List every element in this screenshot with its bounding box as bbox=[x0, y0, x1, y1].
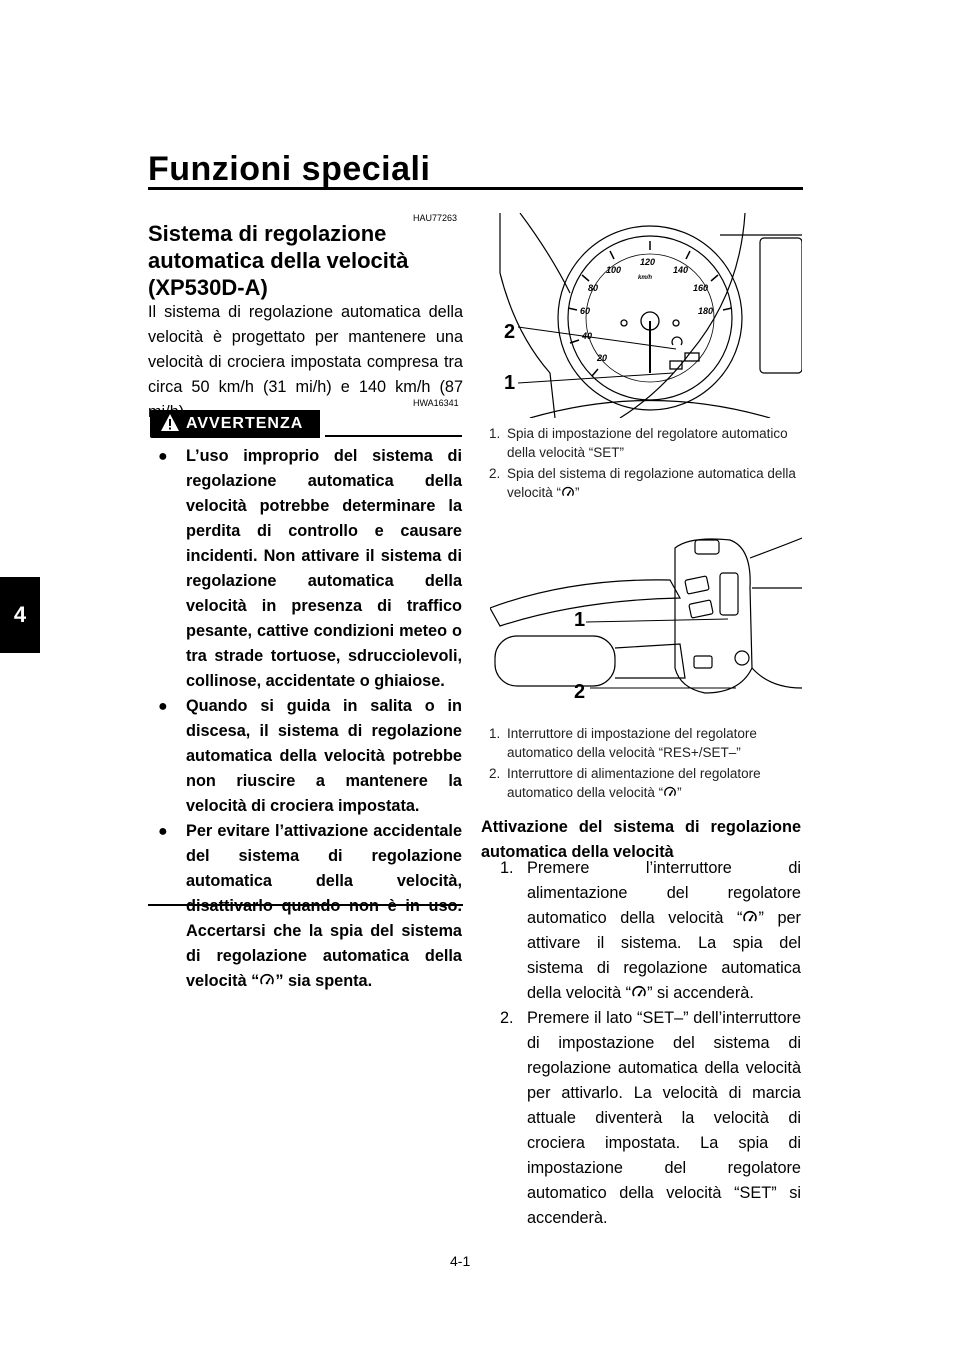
warning-triangle-icon bbox=[161, 414, 179, 431]
caption-number: 2. bbox=[489, 766, 501, 781]
cruise-control-icon bbox=[664, 786, 676, 797]
speed-label: 40 bbox=[581, 331, 592, 341]
section-title: Sistema di regolazione automatica della … bbox=[148, 221, 409, 300]
caption-text-end: ” bbox=[677, 785, 682, 800]
figure1-callout-1: 1 bbox=[504, 372, 515, 394]
caption-text: Interruttore di alimentazione del regola… bbox=[507, 766, 761, 800]
title-rule bbox=[148, 187, 803, 190]
activation-title: Attivazione del sistema di regolazione a… bbox=[481, 818, 801, 861]
cruise-control-icon bbox=[743, 910, 758, 922]
cruise-control-icon bbox=[562, 486, 574, 497]
activation-step: 1. Premere l’interruttore di alimentazion… bbox=[481, 856, 801, 1006]
speed-label: 120 bbox=[640, 257, 655, 267]
warning-item: L’uso improprio del sistema di regolazio… bbox=[150, 444, 462, 694]
step-number: 1. bbox=[500, 859, 514, 877]
section-code: HAU77263 bbox=[413, 213, 458, 223]
step-text: Premere il lato “SET–” dell’interruttore… bbox=[527, 1009, 801, 1227]
caption-number: 1. bbox=[489, 726, 501, 741]
speedometer-illustration: 20 40 60 80 100 120 140 160 180 km/h 2 1 bbox=[499, 213, 802, 418]
warning-label-box: AVVERTENZA bbox=[150, 410, 320, 438]
warning-item: Per evitare l’attivazione accidentale de… bbox=[150, 819, 462, 994]
speed-label: 60 bbox=[580, 306, 590, 316]
caption-text: Spia di impostazione del regolatore auto… bbox=[507, 426, 788, 460]
caption-text: Interruttore di impostazione del regolat… bbox=[507, 726, 757, 760]
caption-text: Spia del sistema di regolazione automati… bbox=[507, 466, 796, 500]
page-title: Funzioni speciali bbox=[148, 150, 431, 188]
warning-label: AVVERTENZA bbox=[186, 415, 304, 432]
warning-item: Quando si guida in salita o in discesa, … bbox=[150, 694, 462, 819]
figure2-captions: 1. Interruttore di impostazione del regol… bbox=[489, 724, 801, 802]
cruise-control-icon bbox=[632, 985, 646, 997]
caption-number: 1. bbox=[489, 426, 501, 441]
warning-item-text: Per evitare l’attivazione accidentale de… bbox=[186, 822, 462, 990]
figure1-captions: 1. Spia di impostazione del regolatore au… bbox=[489, 424, 801, 502]
speed-label: 160 bbox=[693, 283, 708, 293]
cruise-control-icon bbox=[260, 973, 275, 985]
figure2-callout-2: 2 bbox=[574, 681, 585, 703]
speed-label: 20 bbox=[596, 353, 607, 363]
chapter-tab: 4 bbox=[0, 577, 40, 653]
caption-text-end: ” bbox=[575, 485, 580, 500]
caption-item: 1. Interruttore di impostazione del regol… bbox=[489, 724, 801, 762]
caption-number: 2. bbox=[489, 466, 501, 481]
warning-rule bbox=[325, 435, 462, 437]
caption-item: 2. Spia del sistema di regolazione automa… bbox=[489, 464, 801, 502]
figure2-callout-1: 1 bbox=[574, 609, 585, 631]
warning-end-rule bbox=[148, 904, 463, 906]
caption-item: 1. Spia di impostazione del regolatore au… bbox=[489, 424, 801, 462]
caption-item: 2. Interruttore di alimentazione del rego… bbox=[489, 764, 801, 802]
step-text: Premere l’interruttore di alimentazione … bbox=[527, 859, 801, 927]
speed-label: 140 bbox=[673, 265, 688, 275]
step-number: 2. bbox=[500, 1009, 514, 1027]
activation-steps: 1. Premere l’interruttore di alimentazion… bbox=[481, 856, 801, 1231]
figure1-callout-2: 2 bbox=[504, 321, 515, 343]
step-text: ” per attivare il sistema. La spia del s… bbox=[527, 909, 801, 1002]
warning-item-text-end: ” sia spenta. bbox=[275, 972, 373, 990]
step-text: ” si accenderà. bbox=[647, 984, 754, 1002]
speed-label: 100 bbox=[606, 265, 621, 275]
speed-label: 180 bbox=[698, 306, 713, 316]
warning-code: HWA16341 bbox=[413, 398, 459, 408]
chapter-number: 4 bbox=[13, 602, 27, 627]
handlebar-illustration: 1 2 bbox=[490, 537, 802, 703]
page-number: 4-1 bbox=[450, 1253, 471, 1269]
speed-label: 80 bbox=[588, 283, 598, 293]
warning-list: L’uso improprio del sistema di regolazio… bbox=[150, 444, 462, 994]
section-intro: Il sistema di regolazione automatica del… bbox=[148, 303, 463, 421]
speed-unit: km/h bbox=[638, 275, 652, 281]
activation-step: 2. Premere il lato “SET–” dell’interrutto… bbox=[481, 1006, 801, 1231]
